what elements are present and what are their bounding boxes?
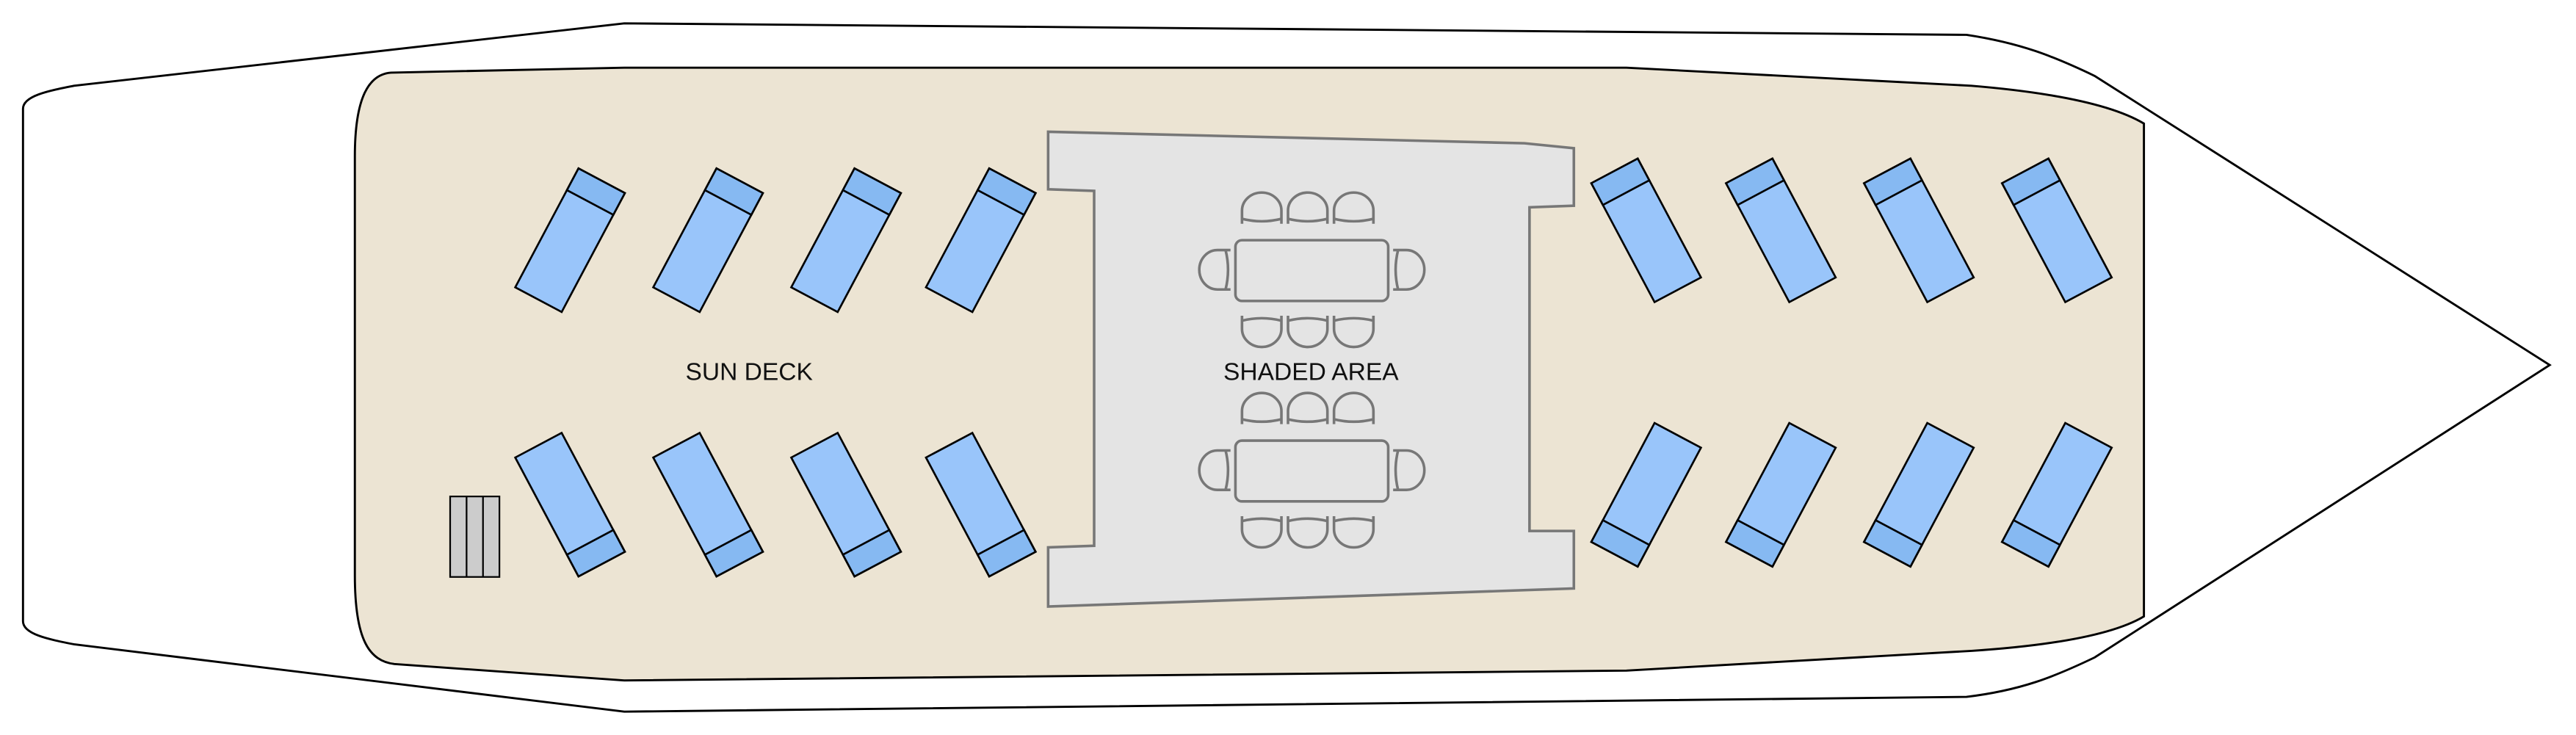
sun-loungers <box>513 157 2113 578</box>
chair-icon <box>1393 248 1426 292</box>
shaded-area <box>1046 130 1576 608</box>
chair-icon <box>1332 515 1375 549</box>
chair-icon <box>1287 316 1329 349</box>
sun-lounger <box>1724 421 1837 568</box>
chair-icon <box>1332 391 1375 424</box>
chair-icon <box>1332 316 1375 349</box>
chair-icon <box>1393 449 1426 491</box>
chair-icon <box>1287 391 1329 424</box>
chair-icon <box>1240 515 1283 549</box>
sun-lounger <box>1590 421 1703 568</box>
stairs-icon <box>449 496 501 578</box>
sun-lounger <box>1862 421 1975 568</box>
sun-lounger <box>2000 157 2113 304</box>
sun-lounger <box>2000 421 2113 568</box>
sun-lounger <box>1590 157 1703 304</box>
shaded-area-label: SHADED AREA <box>1223 358 1399 385</box>
sun-lounger <box>789 431 902 578</box>
sun-lounger <box>1862 157 1975 304</box>
chair-icon <box>1240 191 1283 224</box>
dining-table <box>1198 391 1426 549</box>
chair-icon <box>1198 248 1231 292</box>
sun-lounger <box>925 431 1038 578</box>
chair-icon <box>1198 449 1231 491</box>
dining-table <box>1198 191 1426 349</box>
dining-tables <box>1198 191 1426 549</box>
chair-icon <box>1332 191 1375 224</box>
sun-lounger <box>513 431 626 578</box>
sun-lounger <box>789 167 902 314</box>
sun-lounger <box>651 167 764 314</box>
sun-lounger <box>1724 157 1837 304</box>
chair-icon <box>1240 391 1283 424</box>
sun-lounger <box>651 431 764 578</box>
chair-icon <box>1287 191 1329 224</box>
sun-deck-label: SUN DECK <box>686 358 813 385</box>
sun-lounger <box>513 167 626 314</box>
chair-icon <box>1287 515 1329 549</box>
chair-icon <box>1240 316 1283 349</box>
sun-lounger <box>925 167 1038 314</box>
